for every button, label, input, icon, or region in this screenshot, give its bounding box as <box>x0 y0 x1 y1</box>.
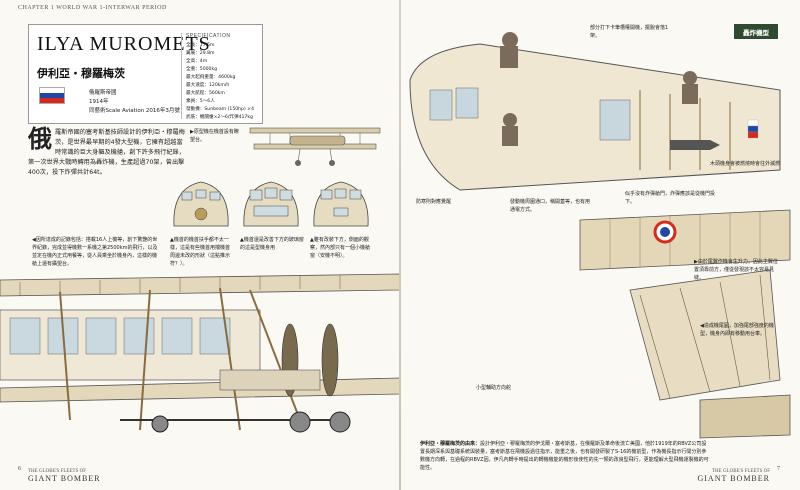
country-info: 俄羅斯帝國 1914年 同藝術Scale Aviation 2016年3月號 <box>89 89 180 116</box>
caption-hatch: 似乎沒有炸彈艙門，炸彈應該是從機門投下。 <box>625 191 716 205</box>
title-block: ILYA MUROMETS 伊利亞・穆羅梅茨 俄羅斯帝國 1914年 同藝術Sc… <box>28 24 263 124</box>
footer-left: THE GLOBE'S FLEETS OF GIANT BOMBER <box>28 468 101 483</box>
spec-line: 最大速度：120km/h <box>186 83 230 88</box>
caption-nose-a: ▲機首的機首扶手都不太一樣，這是有些機首用擋機首周邊未改的形狀（這點推示符？）。 <box>170 237 231 267</box>
spec-line: 翼展：29.8m <box>186 51 215 56</box>
caption-bomb: 木頭機身會被燃燒時會往外滅燃 <box>710 161 781 167</box>
note-head: 伊利亞・穆羅梅茨的由來： <box>420 441 481 447</box>
spec-title: SPECIFICATION <box>186 33 231 39</box>
dropcap: 俄 <box>28 124 52 153</box>
note-body: 設計伊利亞・穆羅梅茨的伊戈爾・塞考斯基，在俄羅斯及革命後流亡美國，他於1919年… <box>420 441 709 471</box>
page-number-right: 7 <box>777 466 780 472</box>
spec-line: 全重：5000kg <box>186 67 218 72</box>
footer-right-small: THE GLOBE'S FLEETS OF <box>712 469 770 474</box>
bomber-type-tag: 轟炸機型 <box>734 24 778 39</box>
caption-tail: ◀造成機尾圓，加強尾部強度的機型，機身內即有移動用台車。 <box>700 323 774 337</box>
caption-nose-b: ▲機首還是改善下方的玻璃窗的這是型機身用 <box>240 237 304 251</box>
ilya-muromets-main-illustration <box>0 273 400 433</box>
caption-wing-paint: ▶由於尾翼作機會生升力，因此主翼位置須靠前方，僅從發現該不太容易見縫。 <box>694 259 778 281</box>
russian-flag-icon <box>39 87 65 104</box>
left-page: CHAPTER 1 WORLD WAR 1-INTERWAR PERIOD IL… <box>0 5 400 483</box>
spec-line: 乘員：5～6人 <box>186 99 215 104</box>
intro-text: 俄 羅斯帝國的塞考斯基技師設計的伊利亞・穆羅梅茨，是世界最早期的4發大型機，它擁… <box>28 124 186 178</box>
footer-right-big: GIANT BOMBER <box>697 474 770 483</box>
caption-gunner: 部分打下卡筆槽權開機，擺脫會落1架。 <box>590 25 669 39</box>
page-gutter <box>399 0 401 490</box>
caption-engine-walk: 發動機周圍通口，稱開蓋等，也有用通電方式。 <box>510 199 591 213</box>
spec-line: 全高：4m <box>186 59 208 64</box>
caption-nose-c: ▲雖有改裝下方，側面的觀察，然內部只有一個小機艙窗（安機不明）。 <box>310 237 371 259</box>
page-number-left: 6 <box>18 466 21 472</box>
note-paragraph: 伊利亞・穆羅梅茨的由來：設計伊利亞・穆羅梅茨的伊戈爾・塞考斯基，在俄羅斯及革命後… <box>420 440 710 472</box>
year: 1914年 <box>89 99 109 105</box>
caption-cockpit-top: ▶原型機在機首設有瞭望台。 <box>190 129 239 143</box>
prototype-plane-illustration <box>249 127 381 166</box>
page-title-chinese: 伊利亞・穆羅梅茨 <box>37 67 125 80</box>
spec-line: 武裝：機關槍×2～6/炸彈417kg <box>186 115 253 120</box>
spec-line: 發動機：Sunbeam (150hp) ×4 <box>186 107 255 112</box>
top-view-wing-illustration <box>579 209 791 439</box>
caption-fuel: 防寒則對應覺醒 <box>416 199 452 205</box>
caption-small-prop: 小型輔助方向舵 <box>476 385 512 391</box>
running-header: CHAPTER 1 WORLD WAR 1-INTERWAR PERIOD <box>18 5 167 11</box>
spec-line: 最大航程：560km <box>186 91 225 96</box>
footer-left-big: GIANT BOMBER <box>28 474 101 483</box>
footer-left-small: THE GLOBE'S FLEETS OF <box>28 469 86 474</box>
nose-detail-c <box>313 181 369 227</box>
spec-line: 最大起飛重量：4600kg <box>186 75 236 80</box>
nose-detail-a <box>173 181 229 227</box>
intro-body: 羅斯帝國的塞考斯基技師設計的伊利亞・穆羅梅茨，是世界最早期的4發大型機，它擁有超… <box>28 129 185 176</box>
page-title: ILYA MUROMETS <box>37 33 211 55</box>
model-note: 同藝術Scale Aviation 2016年3月號 <box>89 108 180 114</box>
right-page: 轟炸機型 部分打下卡筆槽權開機，擺脫會落1架。 防寒則對應覺醒 發動機周圍通口，… <box>400 0 800 490</box>
footer-right: THE GLOBE'S FLEETS OF GIANT BOMBER <box>697 468 770 483</box>
caption-record: ◀因所達成的記錄包括：搭載16人上機等，創下驚艷的世界紀錄，完成並得機數一系機之… <box>32 237 158 267</box>
nose-detail-b <box>243 181 299 227</box>
country-name: 俄羅斯帝國 <box>89 90 117 96</box>
spec-line: 全長：17.5m <box>186 43 215 48</box>
specification-box: SPECIFICATION 全長：17.5m 翼展：29.8m 全高：4m 全重… <box>181 33 259 120</box>
fuselage-cutaway-illustration <box>409 32 781 191</box>
